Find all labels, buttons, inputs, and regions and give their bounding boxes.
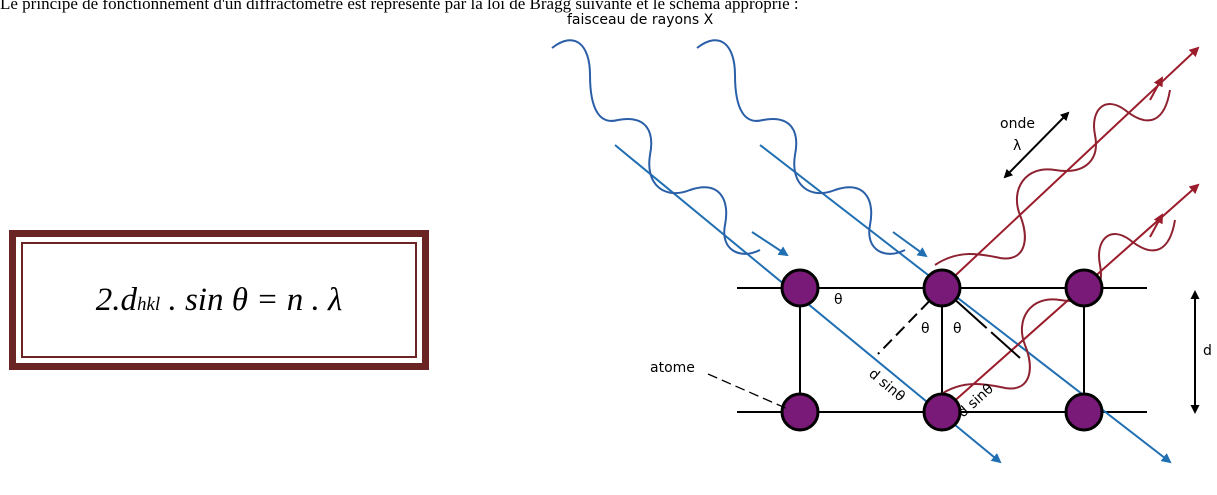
atom-bottom-mid — [922, 392, 962, 432]
wave-label: onde — [1000, 116, 1035, 132]
theta-label-3: θ — [953, 321, 962, 337]
diffracted-arrow-2 — [1149, 213, 1163, 238]
perpendicular-left — [877, 287, 943, 355]
incident-wave-1 — [551, 39, 761, 255]
atom-top-mid — [922, 268, 962, 308]
atom-pointer-line — [707, 373, 791, 411]
atom-bottom-left — [780, 392, 820, 432]
atom-top-right — [1064, 268, 1104, 308]
diffracted-wave-1 — [934, 89, 1171, 266]
theta-label-1: θ — [834, 292, 843, 308]
incident-wave-2 — [696, 39, 906, 255]
formula-prefix: 2.d — [95, 281, 137, 318]
diffracted-ray-1 — [941, 46, 1200, 289]
atom-top-left — [780, 268, 820, 308]
wavelength-arrow — [1003, 111, 1070, 179]
d-label: d — [1203, 343, 1212, 359]
lambda-label: λ — [1013, 138, 1021, 154]
path-label-right: d sinθ — [955, 381, 997, 421]
diffracted-waves — [934, 89, 1176, 396]
beam-label: faisceau de rayons X — [567, 12, 714, 28]
incident-arrow-2 — [892, 231, 928, 258]
atom-bottom-right — [1064, 392, 1104, 432]
incident-arrow-1 — [751, 231, 789, 257]
diffracted-arrow-1 — [1149, 76, 1163, 101]
formula-rest: . sin θ = n . λ — [160, 281, 343, 318]
atom-label: atome — [650, 360, 695, 376]
path-label-left: d sinθ — [865, 366, 907, 405]
theta-label-2: θ — [921, 321, 930, 337]
intro-text: Le principe de fonctionnement d'un diffr… — [0, 0, 799, 13]
diffracted-wave-2 — [939, 219, 1176, 396]
bragg-formula: 2.dhkl . sin θ = n . λ — [96, 282, 343, 319]
atoms — [780, 268, 1104, 432]
bragg-formula-box: 2.dhkl . sin θ = n . λ — [9, 230, 429, 370]
formula-subscript: hkl — [136, 293, 161, 315]
incident-waves — [551, 39, 906, 255]
diffracted-rays — [941, 46, 1200, 413]
